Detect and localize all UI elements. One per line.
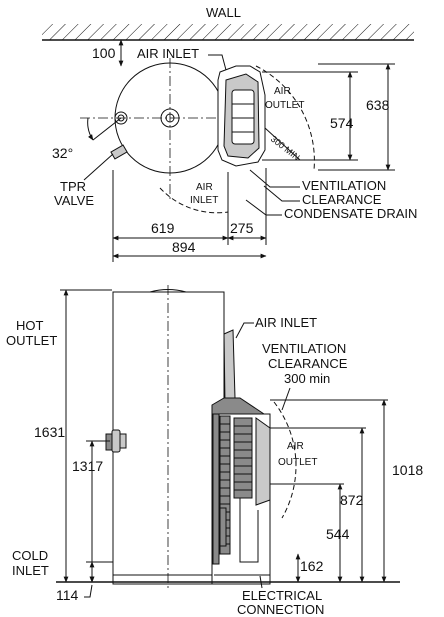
dim-619: 619 — [151, 220, 175, 236]
electrical-connection-label-1: ELECTRICAL — [242, 588, 322, 603]
inlet-clearance-arc — [159, 187, 229, 214]
vent-clearance-label-3: 300 min — [284, 371, 330, 386]
dim-1631: 1631 — [34, 424, 65, 440]
dim-894: 894 — [172, 239, 196, 255]
dim-275: 275 — [230, 220, 254, 236]
dim-100: 100 — [92, 45, 116, 61]
vent-clearance-label-1: VENTILATION — [262, 341, 346, 356]
hot-outlet-label-2: OUTLET — [6, 333, 57, 348]
hot-outlet-label-1: HOT — [16, 318, 44, 333]
dim-1018: 1018 — [392, 462, 423, 478]
condensate-drain-label: CONDENSATE DRAIN — [284, 206, 417, 221]
vent-clearance-label-2: CLEARANCE — [268, 356, 348, 371]
air-outlet-side-label-2: OUTLET — [278, 457, 317, 468]
wall: WALL — [42, 5, 414, 41]
dim-544: 544 — [326, 526, 350, 542]
dim-1317: 1317 — [72, 458, 103, 474]
angle-32: 32° — [52, 145, 73, 161]
heat-pump-elevation — [211, 329, 271, 585]
dim-300-min-top: 300 MIN — [269, 134, 302, 163]
dim-162: 162 — [300, 558, 324, 574]
air-inlet-top-label: AIR INLET — [137, 46, 199, 61]
ventilation-label-2: CLEARANCE — [302, 192, 382, 207]
ventilation-label-1: VENTILATION — [302, 178, 386, 193]
dim-638: 638 — [366, 97, 390, 113]
air-inlet-side-label: AIR INLET — [255, 315, 317, 330]
cold-inlet-label-2: INLET — [12, 563, 49, 578]
tank-elevation — [112, 285, 225, 590]
vent-grille-right — [233, 417, 253, 499]
dim-114: 114 — [56, 587, 79, 603]
dim-574: 574 — [330, 115, 354, 131]
tpr-valve-icon — [110, 144, 128, 160]
wall-label: WALL — [206, 5, 241, 20]
air-outlet-label-1: AIR — [274, 86, 291, 97]
hot-outlet-fitting — [105, 429, 127, 453]
tpr-valve-label-2: VALVE — [54, 193, 94, 208]
side-view: HOT OUTLET AIR INLET VENTILATION CLEARAN… — [6, 285, 423, 617]
air-inlet-label-1: AIR — [196, 182, 213, 193]
side-clearance-arc — [273, 401, 297, 519]
air-inlet-label-2: INLET — [190, 195, 218, 206]
top-view: WALL 100 AIR OUTLET — [42, 5, 417, 262]
air-outlet-label-2: OUTLET — [265, 100, 304, 111]
air-outlet-side-label-1: AIR — [287, 441, 304, 452]
cold-inlet-label-1: COLD — [12, 548, 48, 563]
tpr-valve-label-1: TPR — [60, 179, 86, 194]
dim-872: 872 — [340, 492, 364, 508]
heat-pump-plan — [217, 65, 266, 167]
electrical-connection-label-2: CONNECTION — [237, 602, 324, 617]
